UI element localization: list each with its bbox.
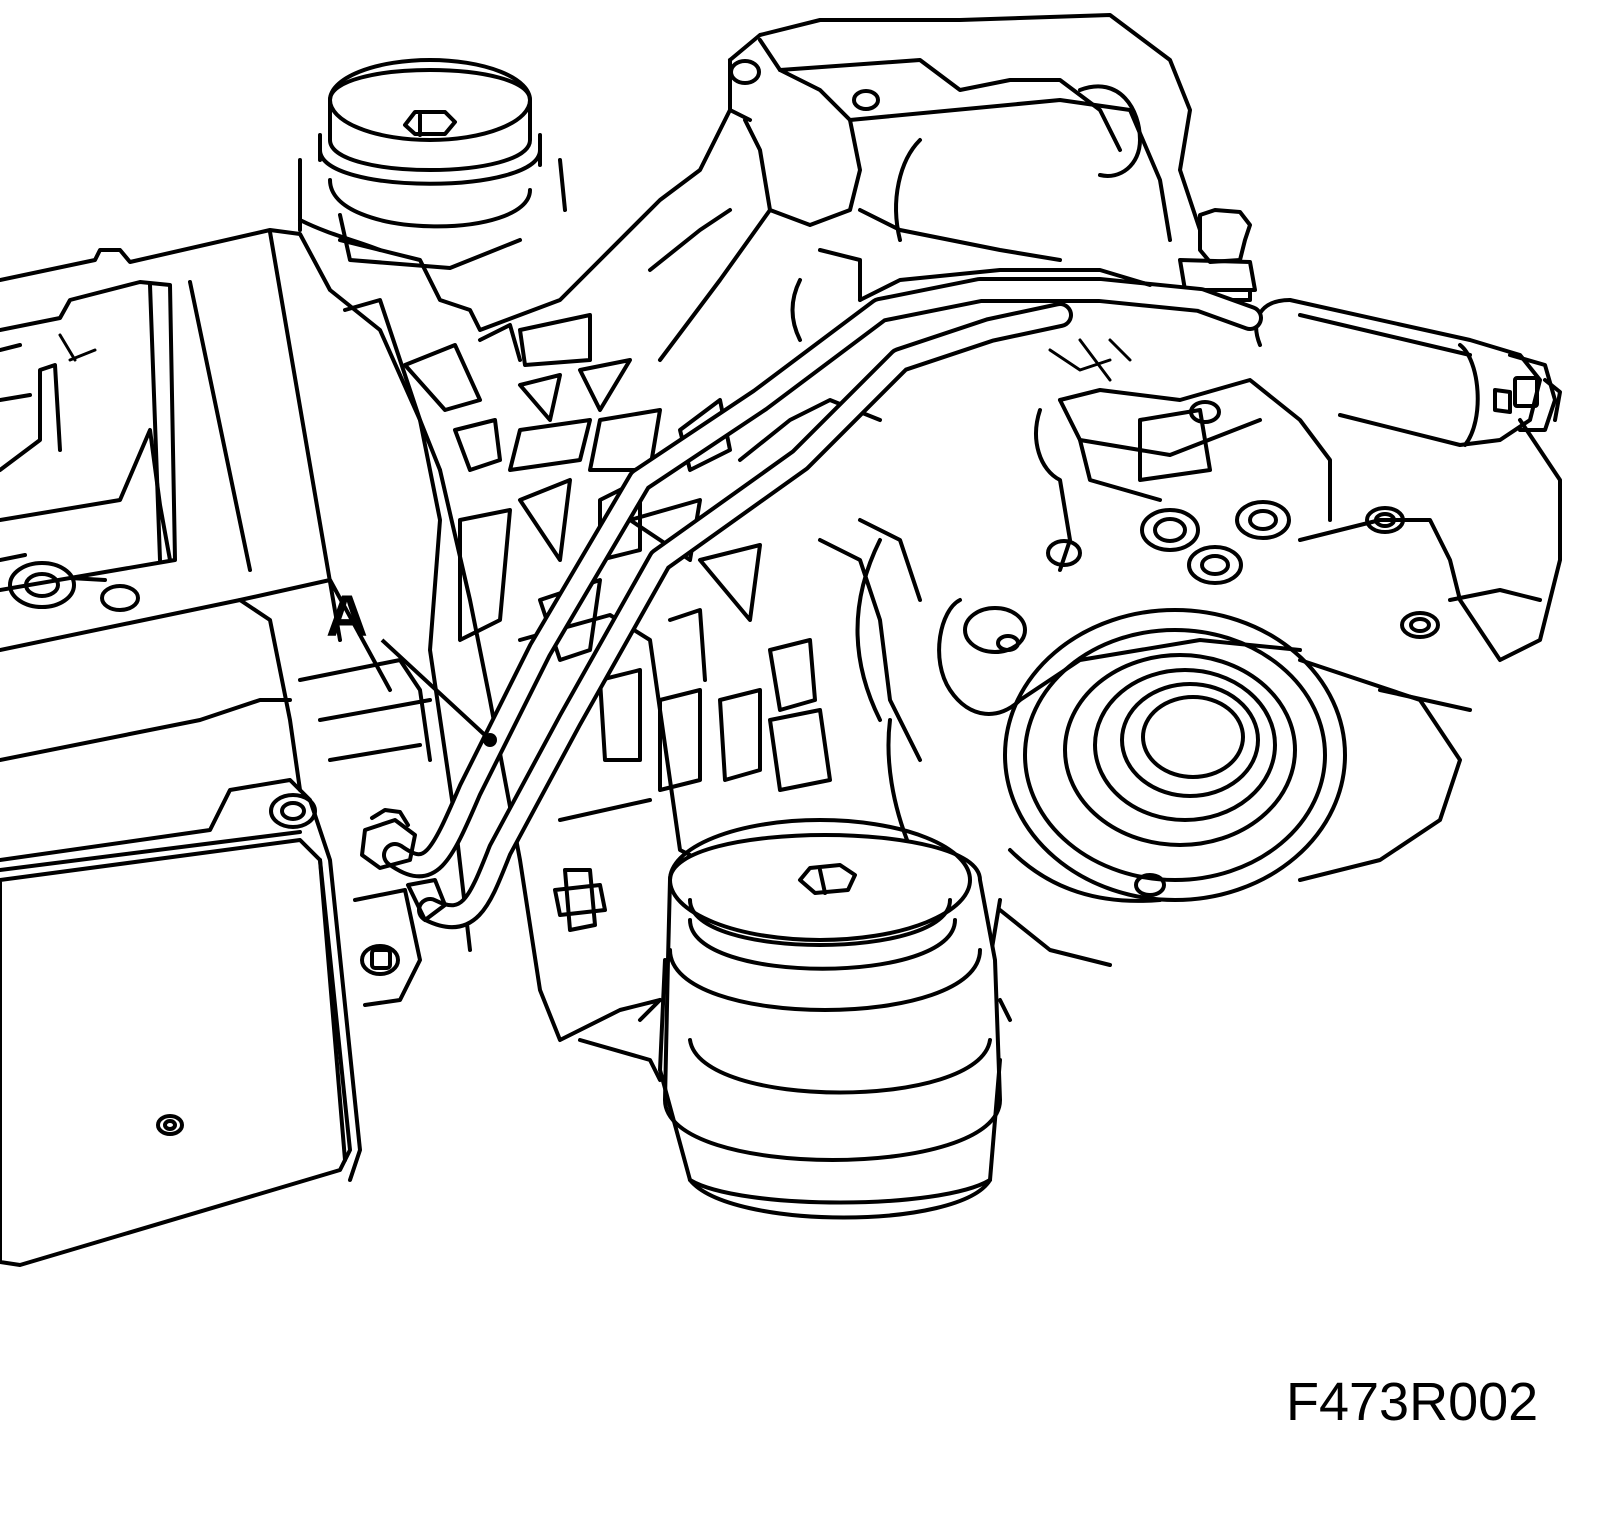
hydraulic-pipe	[360, 268, 1263, 932]
right-actuator	[1034, 298, 1562, 639]
callout-a-label: A	[326, 584, 368, 649]
callout-a-leader	[380, 638, 489, 739]
bottom-mount	[578, 818, 1012, 1220]
callout-a-dot	[483, 733, 497, 747]
callout-a: A	[326, 584, 497, 747]
left-cover-box	[0, 778, 422, 1267]
figure-id: F473R002	[1286, 1372, 1538, 1432]
left-housing	[0, 228, 472, 952]
top-mount	[298, 58, 567, 270]
center-bracket	[338, 108, 922, 1042]
differential-housing	[855, 418, 1562, 967]
upper-right-bracket	[648, 13, 1257, 362]
